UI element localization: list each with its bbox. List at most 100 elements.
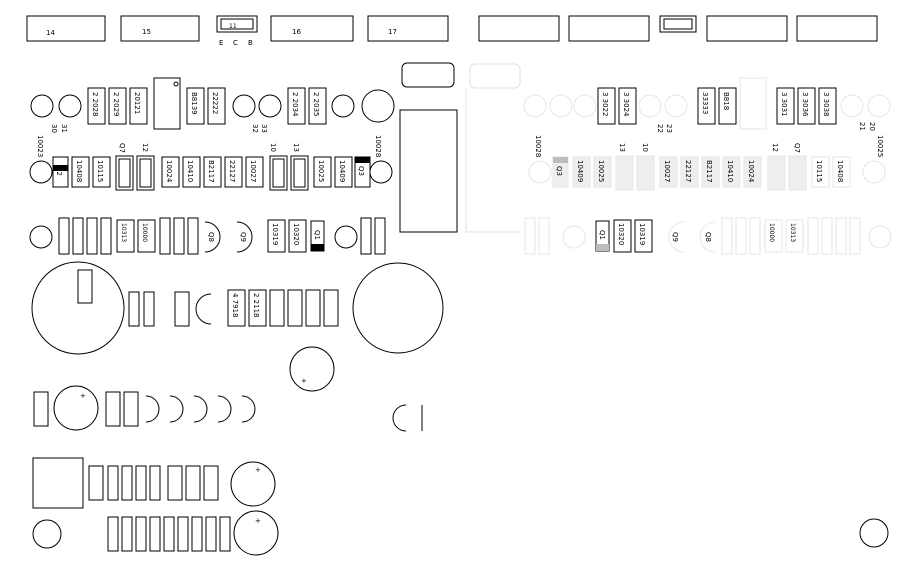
part-label: 10115 [815,160,823,182]
capacitor [163,516,175,552]
transistor-q8 [699,221,716,253]
part-label: 10408 [75,160,83,182]
part-label: 12 [771,143,779,152]
pad-label: 10025 [876,135,884,157]
capacitor [105,391,121,427]
part-label: Q9 [239,232,247,242]
part-label: 20121 [133,92,141,114]
connector-labels: 14 15 11 16 17 E C B [46,23,397,47]
connector-r4 [706,15,788,42]
capacitor [100,217,112,255]
electrolytic-capacitor [53,385,99,431]
part-label: 10 [641,143,649,152]
transistor [241,395,256,423]
capacitor [177,516,189,552]
connector-11-inner [220,18,254,30]
capacitor [835,217,847,255]
part-label: 10 [269,143,277,152]
pad-label: 33 [260,124,268,133]
part-label: 3 3022 [601,92,609,117]
part-label: 22127 [228,160,236,182]
part-label: Q8 [207,232,215,242]
capacitor [86,217,98,255]
transformer-block [32,457,84,509]
part-label: 3 3024 [622,92,630,117]
part-label: 10025 [597,160,605,182]
transistor [145,395,160,423]
pad [334,225,358,249]
capacitor [159,217,171,255]
pad-label: 10028 [374,135,382,157]
capacitor [187,217,199,255]
connector-17 [367,15,449,42]
resistor [287,87,306,125]
part-label: Q7 [793,143,801,153]
capacitor [205,516,217,552]
part-label: 10320 [617,223,625,245]
pin-label-b: B [248,39,253,47]
center-components [399,62,521,233]
pin-label-c: C [233,39,238,47]
pad-label: 22 [656,124,664,133]
resistor [776,87,795,125]
part-label: 22127 [684,160,692,182]
resistor-10319 [267,219,286,253]
capacitor [849,217,861,255]
resistor [597,87,616,125]
capacitor [88,465,104,501]
transistor-q3-band [553,157,568,163]
resistor [161,156,180,188]
capacitor [121,516,133,552]
resistor [224,156,243,188]
resistor [811,156,830,188]
part-label: 10409 [338,160,346,182]
part-label: Q7 [118,143,126,153]
pad [562,225,586,249]
capacitor [167,465,183,501]
part-label: 33333 [701,92,709,114]
capacitor [219,516,231,552]
resistor [613,219,632,253]
transistor-q9 [236,221,253,253]
connector-15 [120,15,200,42]
resistor [634,219,653,253]
ic-pin1-dot [173,81,179,87]
resistor [129,87,148,125]
capacitor [128,291,140,327]
connector [767,155,786,191]
connector [788,155,807,191]
pad-label: 23 [665,124,673,133]
connector-r5 [796,15,878,42]
mounting-hole [859,518,889,548]
part-label: 4 7918 [231,293,239,318]
capacitor [58,217,70,255]
plus-mark: + [255,517,261,525]
pad-label: 10023 [36,135,44,157]
resistor [203,156,222,188]
capacitor-marker [77,269,93,304]
part-label: Q3 [357,166,365,176]
capacitor [524,217,536,255]
resistor [697,87,716,125]
center-pad [401,62,455,88]
capacitor [287,289,303,327]
capacitor [305,289,321,327]
pad [523,94,547,118]
capacitor [721,217,733,255]
part-label: 10410 [726,160,734,182]
resistor-10320 [288,219,307,253]
capacitor [360,217,372,255]
pad [840,94,864,118]
part-label: 10408 [836,160,844,182]
resistor [764,219,783,253]
part-label: 10319 [638,223,646,245]
capacitor [173,217,185,255]
resistor [722,156,741,188]
resistor [207,87,226,125]
connector-label: 15 [142,28,151,36]
transistor-q3-band [355,157,370,163]
pin-label-e: E [219,39,223,47]
connector-12-inner [139,158,152,188]
part-label: Q3 [555,166,563,176]
